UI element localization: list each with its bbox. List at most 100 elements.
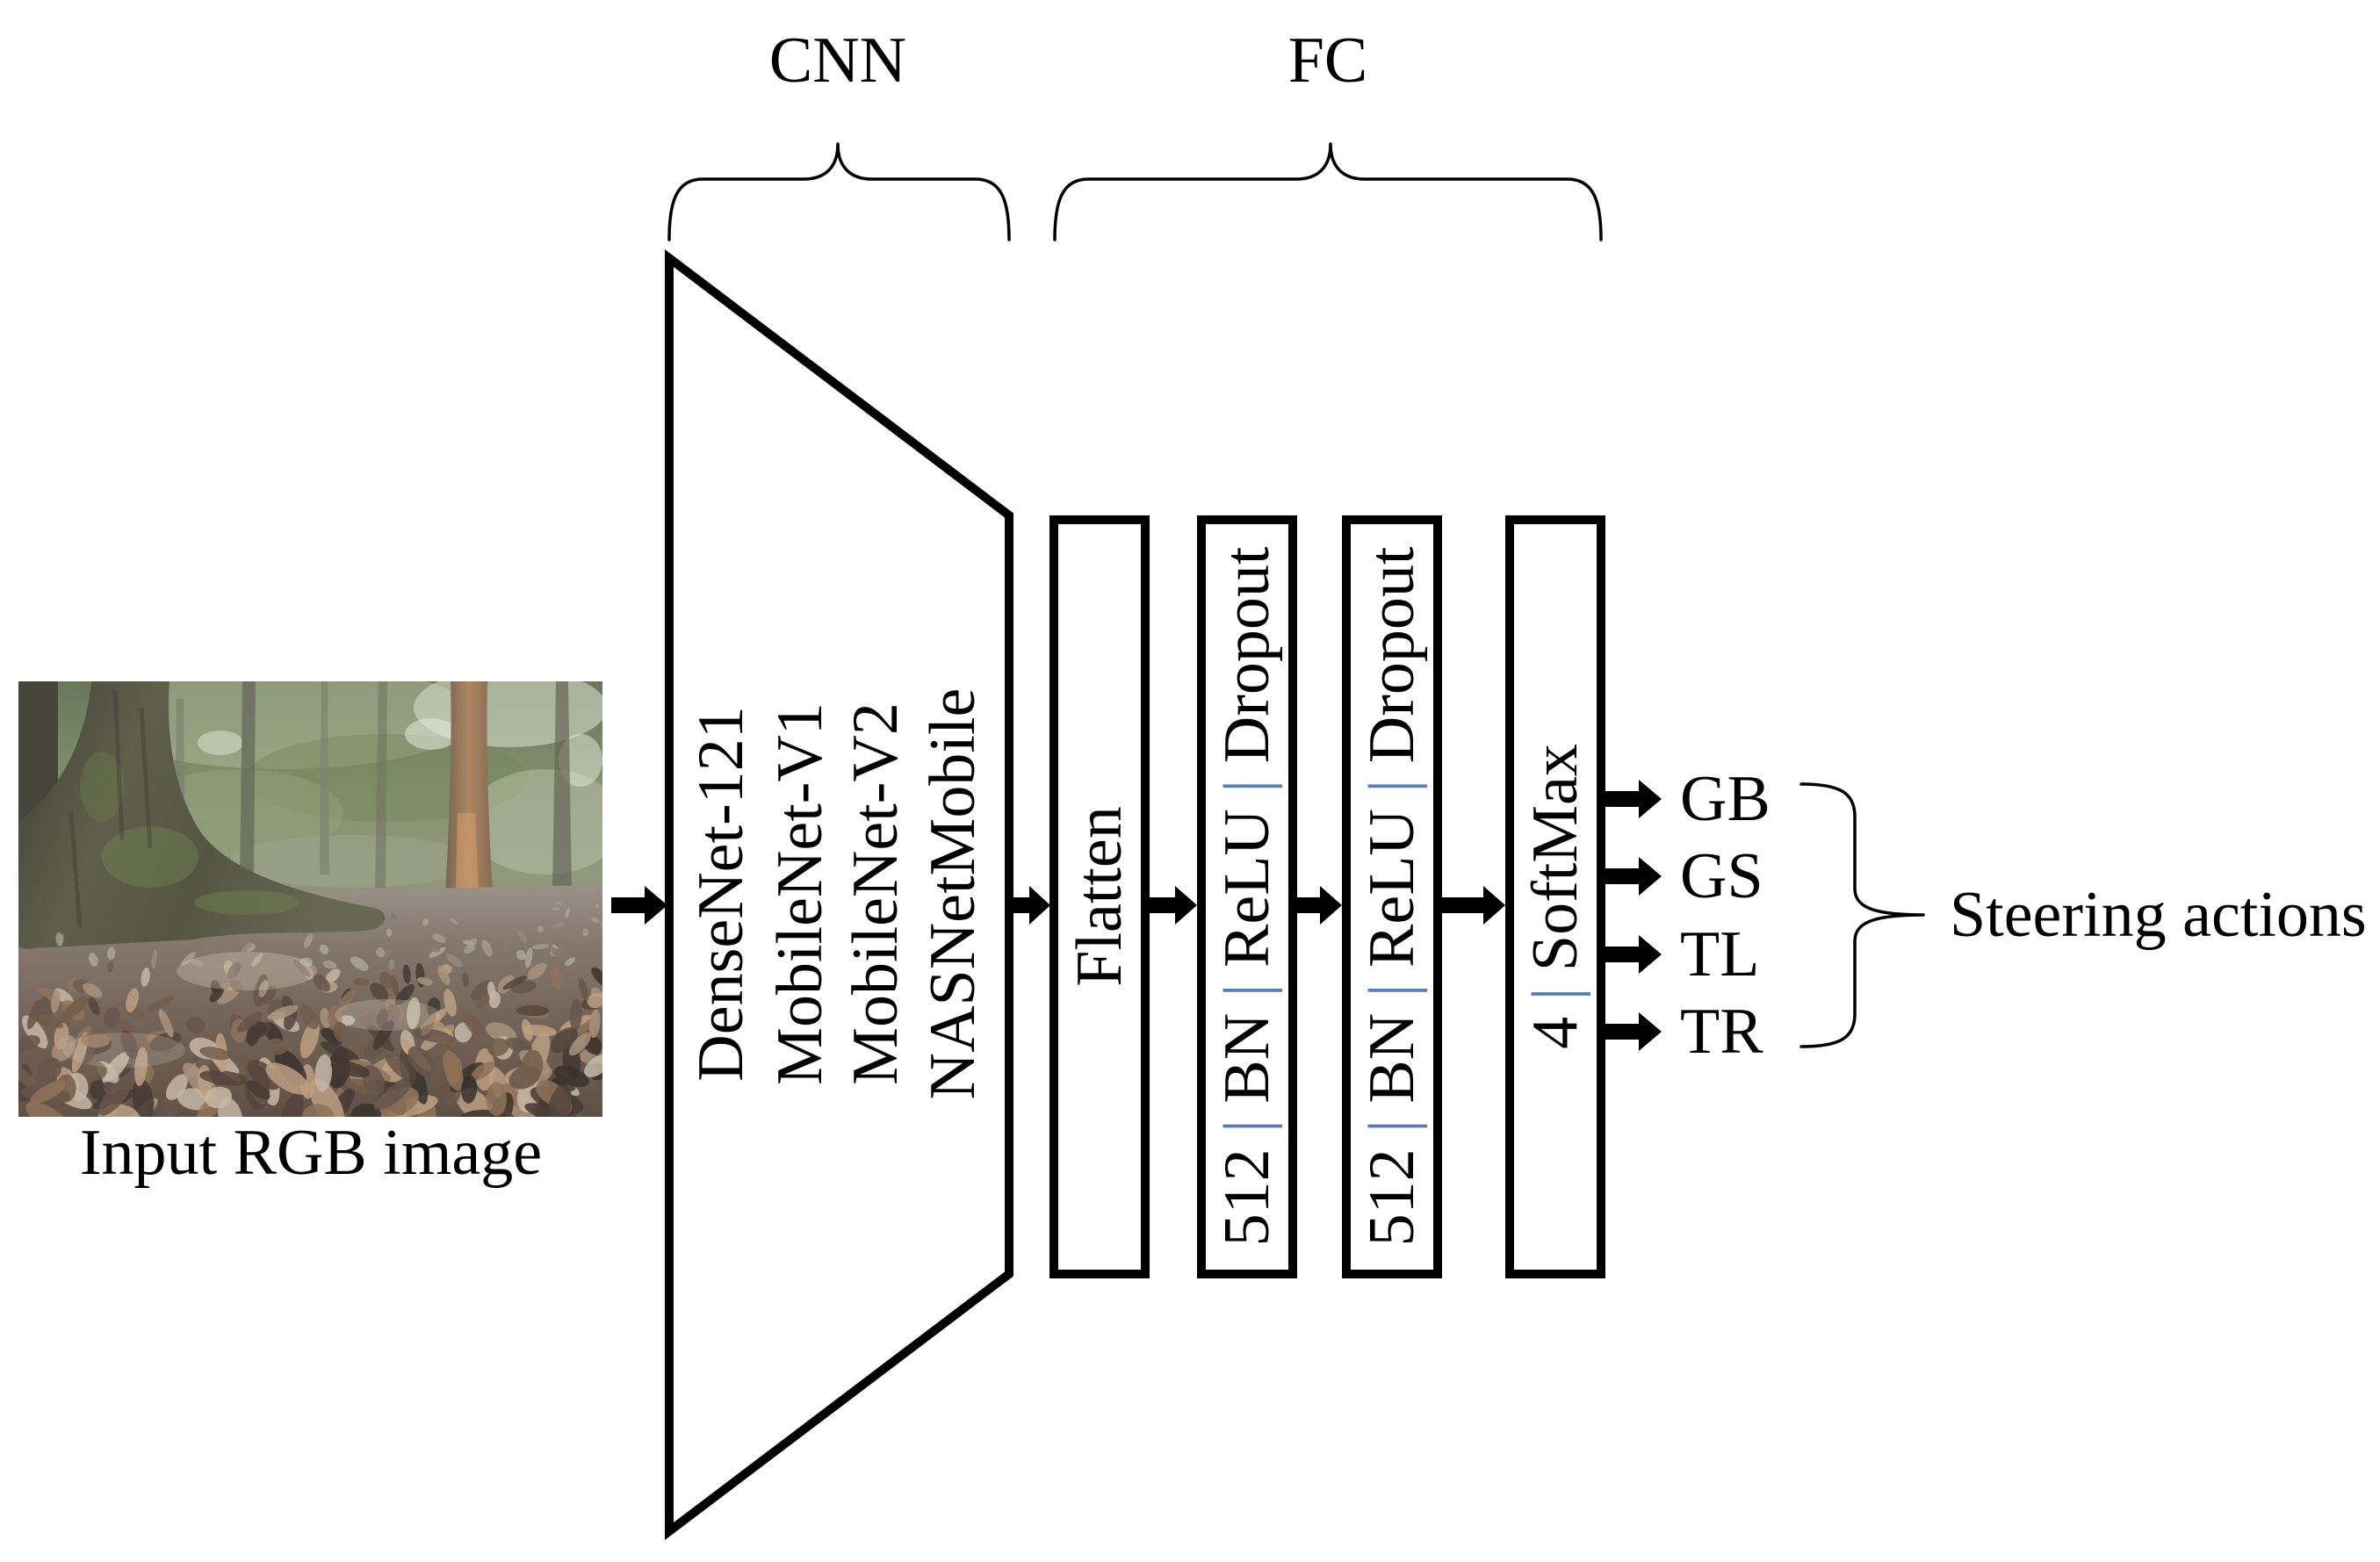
fallen-leaf <box>422 918 429 926</box>
fallen-leaf <box>407 997 421 1030</box>
fallen-leaf <box>391 913 398 920</box>
fallen-leaf <box>504 1037 533 1053</box>
fallen-leaf <box>313 974 330 992</box>
fallen-leaf <box>429 943 441 953</box>
fallen-leaf <box>386 928 393 938</box>
fc-brace <box>1053 142 1603 241</box>
separator: | <box>1211 983 1283 997</box>
softmax-layer-box <box>1505 515 1605 1278</box>
fallen-leaf <box>165 1074 188 1100</box>
fallen-leaf <box>149 1032 182 1052</box>
fallen-leaf <box>470 1062 495 1081</box>
fallen-leaf <box>120 1030 138 1059</box>
fallen-leaf <box>451 918 458 925</box>
action-label-tr: TR <box>1680 996 1763 1068</box>
fc-group-label: FC <box>1288 25 1368 97</box>
backbone-mobilenet-v1: MobileNet-V1 <box>764 702 836 1085</box>
fallen-leaf <box>51 989 61 1013</box>
layer-dropout: Dropout <box>1211 546 1283 763</box>
fallen-leaf <box>258 980 269 997</box>
fallen-leaf <box>481 939 493 957</box>
fallen-leaf <box>35 1013 64 1028</box>
fallen-leaf <box>595 903 600 909</box>
fallen-leaf <box>548 1084 573 1117</box>
fallen-leaf <box>18 1034 40 1053</box>
fallen-leaf <box>387 1004 401 1020</box>
backbone-mobilenet-v2: MobileNet-V2 <box>840 702 912 1085</box>
fallen-leaf <box>522 1019 533 1041</box>
fallen-leaf <box>521 1049 544 1083</box>
photo-orange-trunk <box>445 681 493 896</box>
fallen-leaf <box>353 978 370 987</box>
backbone-densenet-121: DenseNet-121 <box>685 706 757 1081</box>
fallen-leaf <box>82 983 103 998</box>
fallen-leaf <box>462 972 469 988</box>
separator: | <box>1519 988 1591 1001</box>
fallen-leaf <box>267 1004 299 1020</box>
fallen-leaf <box>569 998 582 1032</box>
fallen-leaf <box>338 989 356 1011</box>
fallen-leaf <box>80 1033 111 1048</box>
photo-tree-base <box>18 681 386 949</box>
fallen-leaf <box>25 1101 70 1117</box>
fallen-leaf <box>266 1038 287 1055</box>
fallen-leaf <box>251 953 263 968</box>
fallen-leaf <box>299 1004 320 1030</box>
fallen-leaf <box>379 971 393 989</box>
fallen-leaf <box>320 1008 331 1028</box>
fallen-leaf <box>18 947 26 953</box>
fallen-leaf <box>242 941 253 953</box>
fallen-leaf <box>429 947 446 958</box>
layer-bn: BN <box>1356 1013 1428 1104</box>
cnn-group-label: CNN <box>769 25 906 97</box>
fallen-leaf <box>487 981 496 999</box>
fallen-leaf <box>280 1093 304 1117</box>
fallen-leaf <box>555 902 563 905</box>
fallen-leaf <box>486 1022 517 1043</box>
fallen-leaf <box>246 1080 270 1100</box>
fallen-leaf <box>106 961 114 973</box>
fallen-leaf <box>88 953 98 967</box>
fallen-leaf <box>246 1026 260 1047</box>
cnn-brace <box>667 142 1011 241</box>
fallen-leaf <box>370 983 389 1002</box>
fallen-leaf <box>106 947 116 961</box>
fallen-leaf <box>545 944 562 957</box>
fallen-leaf <box>402 964 411 984</box>
fallen-leaf <box>314 1054 333 1092</box>
fallen-leaf <box>350 956 369 971</box>
layer-bn: BN <box>1211 1013 1283 1104</box>
arrow-output-tl <box>1601 935 1662 974</box>
fallen-leaf <box>151 949 157 969</box>
fallen-leaf <box>587 992 602 1009</box>
fallen-leaf <box>88 997 100 1016</box>
layer-units: 4 <box>1519 1017 1591 1049</box>
fallen-leaf <box>229 980 243 992</box>
fallen-leaf <box>497 975 515 994</box>
fallen-leaf <box>447 1056 463 1083</box>
fallen-leaf <box>321 1027 343 1045</box>
fallen-leaf <box>502 975 527 990</box>
softmax-layer-label: 4 | SoftMax <box>1519 744 1591 1049</box>
fallen-leaf <box>565 957 576 967</box>
fallen-leaf <box>524 947 533 968</box>
separator: | <box>1356 780 1428 793</box>
fallen-leaf <box>516 1004 550 1017</box>
fallen-leaf <box>302 1104 335 1117</box>
fallen-leaf <box>18 1056 38 1090</box>
fallen-leaf <box>330 1061 371 1077</box>
fallen-leaf <box>416 976 433 986</box>
fallen-leaf <box>53 1104 81 1117</box>
fallen-leaf <box>141 967 150 987</box>
fallen-leaf <box>209 987 224 1003</box>
steering-actions-brace <box>1799 782 1925 1048</box>
fallen-leaf <box>304 933 314 948</box>
fallen-leaf <box>486 1082 507 1117</box>
fallen-leaf <box>102 1052 130 1083</box>
fallen-leaf <box>461 1075 478 1104</box>
fallen-leaf <box>199 1069 249 1086</box>
fallen-leaf <box>202 944 213 952</box>
fallen-leaf <box>134 1047 148 1087</box>
fallen-leaf <box>462 1011 486 1038</box>
